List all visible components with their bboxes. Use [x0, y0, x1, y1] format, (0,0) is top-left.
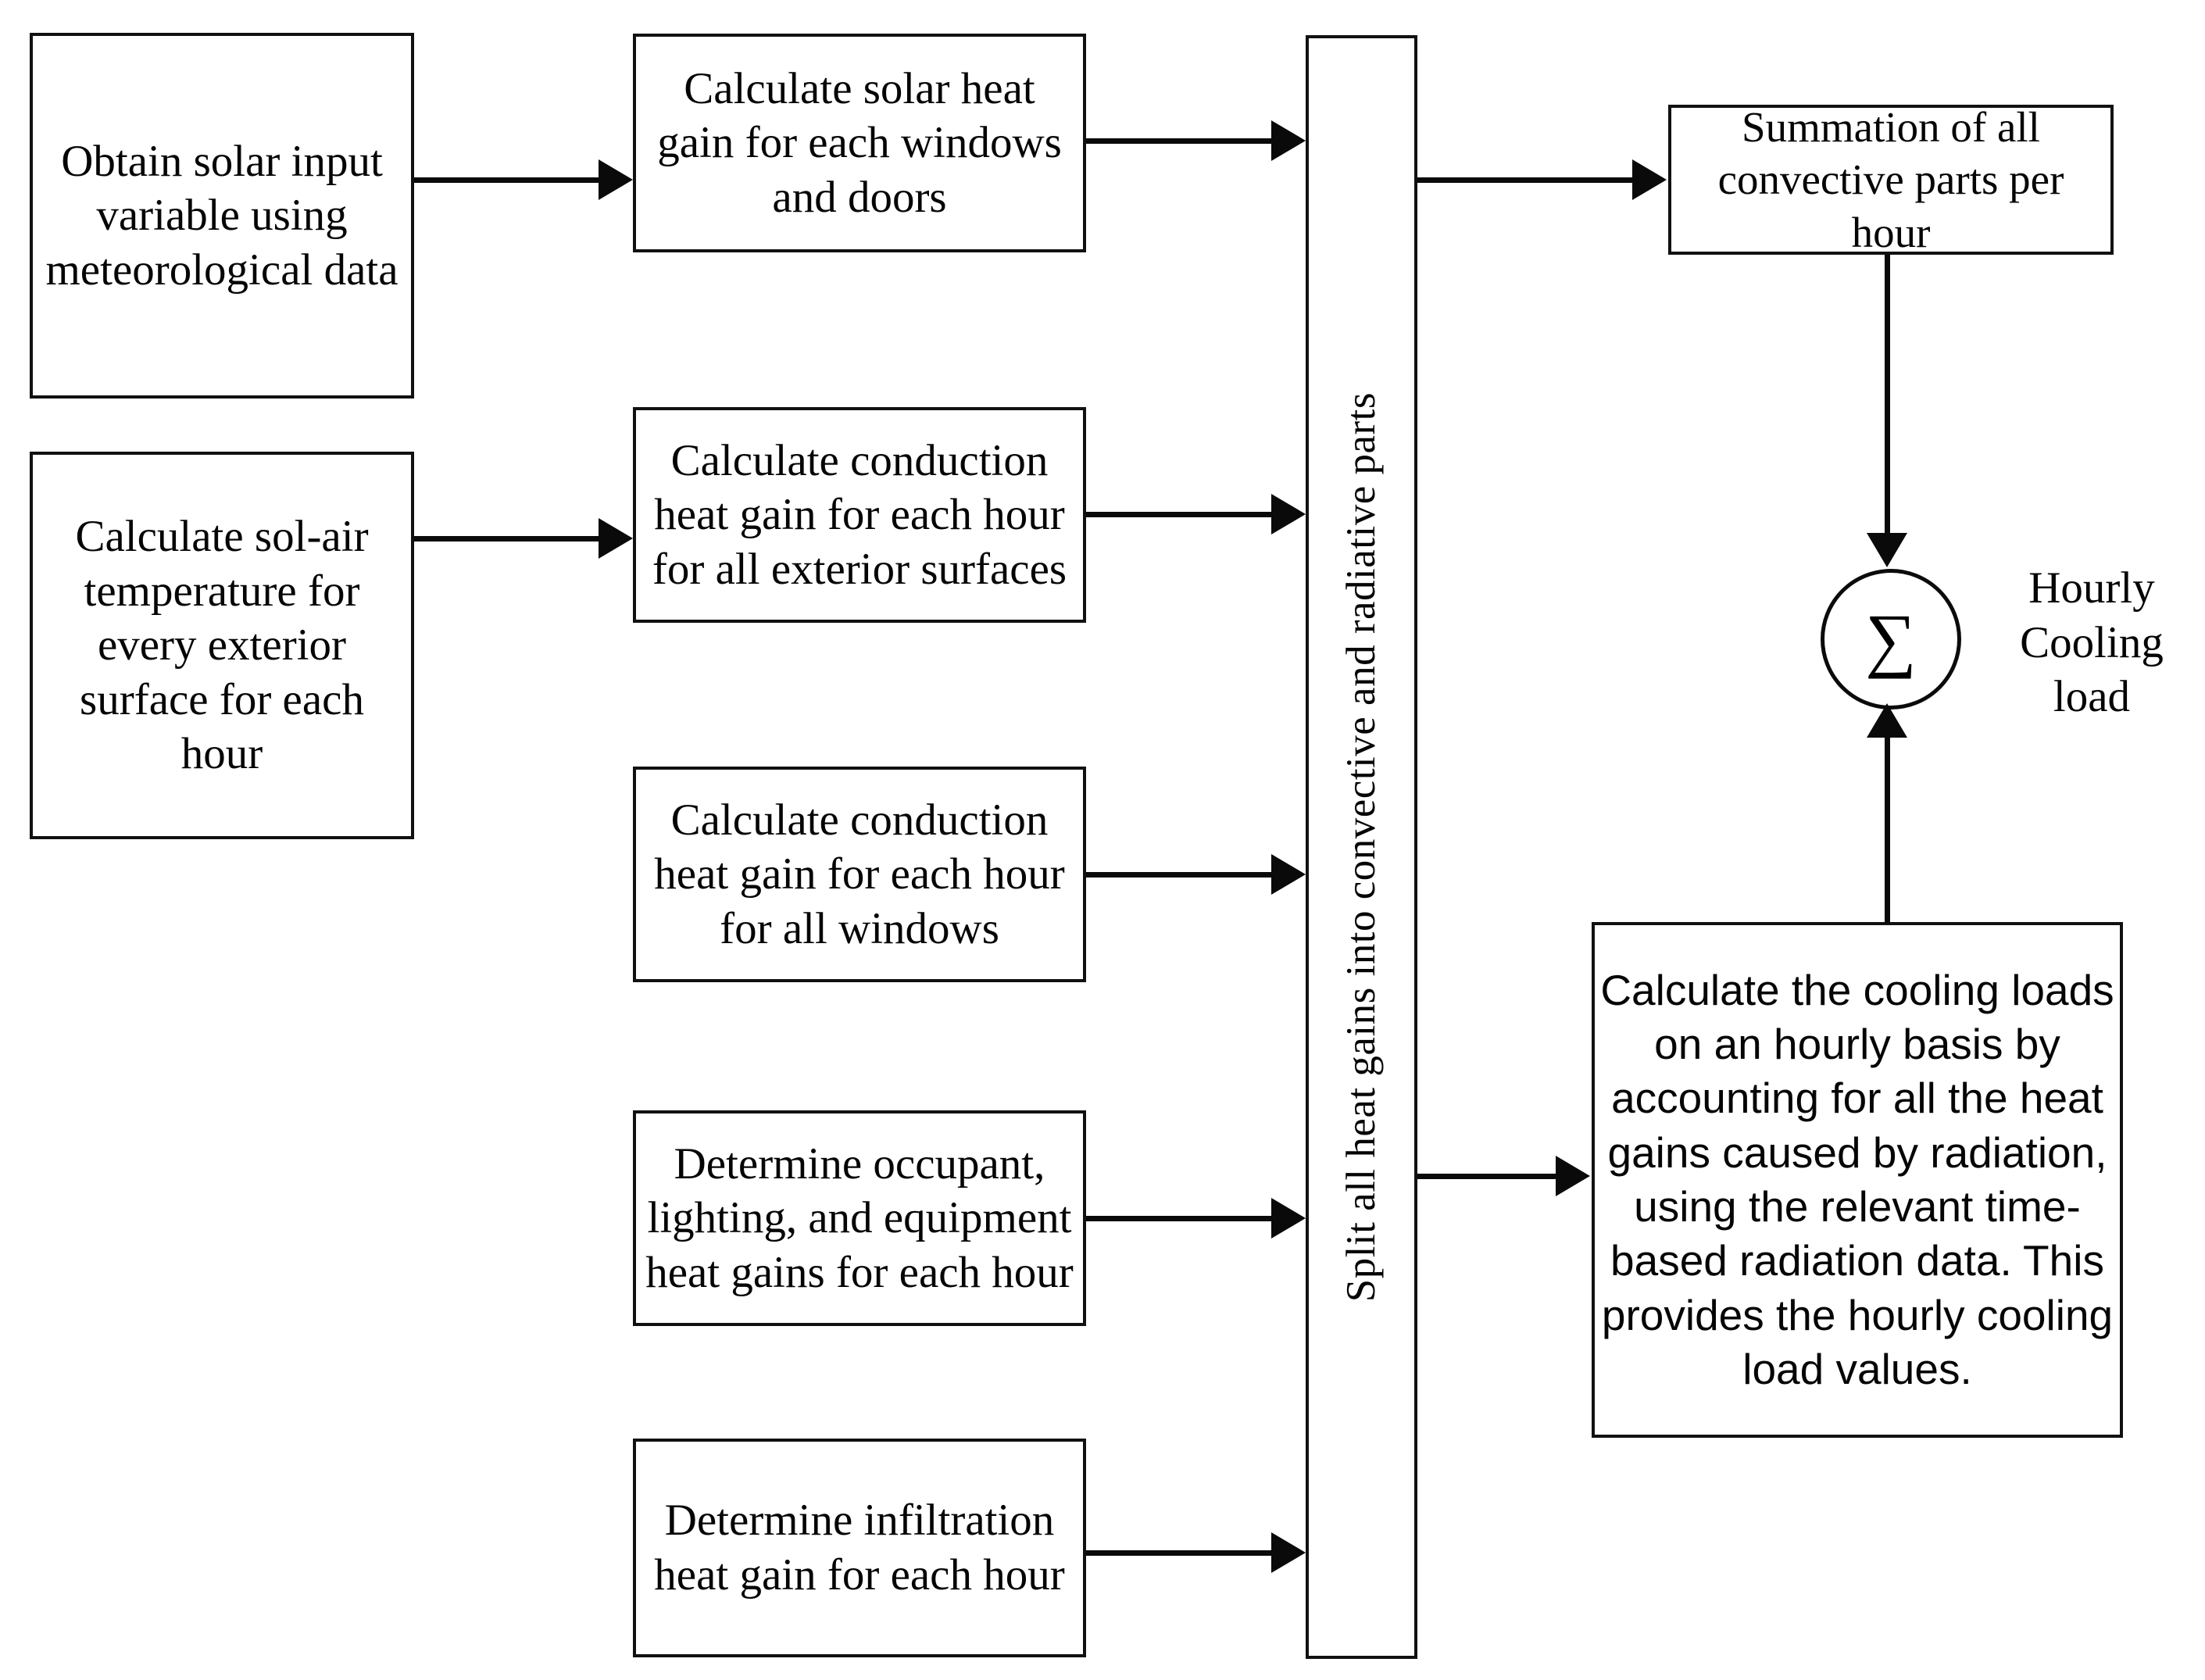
edge-line — [1885, 255, 1890, 534]
arrow-head-icon — [599, 518, 633, 559]
node-label: Calculate conduction heat gain for each … — [652, 435, 1067, 594]
arrow-head-icon — [1271, 1198, 1306, 1239]
arrow-head-icon — [599, 159, 633, 200]
node-conduction-heat-gain-exterior-surfaces: Calculate conduction heat gain for each … — [633, 407, 1086, 623]
node-calculate-solar-heat-gain: Calculate solar heat gain for each windo… — [633, 34, 1086, 252]
node-label: Obtain solar input variable using meteor… — [45, 136, 398, 295]
node-label-vertical: Split all heat gains into convective and… — [1338, 391, 1385, 1303]
node-infiltration-heat-gain: Determine infiltration heat gain for eac… — [633, 1439, 1086, 1657]
node-occupant-lighting-equipment-heat-gains: Determine occupant, lighting, and equipm… — [633, 1110, 1086, 1326]
edge-line — [414, 177, 602, 183]
arrow-head-icon — [1271, 120, 1306, 161]
node-label: Calculate solar heat gain for each windo… — [657, 63, 1062, 222]
node-label: Determine occupant, lighting, and equipm… — [645, 1138, 1074, 1297]
node-label: Calculate sol-air temperature for every … — [75, 512, 369, 779]
node-label: Summation of all convective parts per ho… — [1717, 103, 2064, 256]
node-split-heat-gains-bar: Split all heat gains into convective and… — [1306, 35, 1417, 1659]
arrow-head-icon — [1271, 1532, 1306, 1573]
edge-line — [1086, 512, 1274, 517]
arrow-head-icon — [1867, 703, 1907, 738]
edge-line — [1086, 872, 1274, 878]
arrow-head-icon — [1271, 854, 1306, 895]
node-label: Calculate conduction heat gain for each … — [654, 795, 1065, 953]
edge-line — [1086, 1216, 1274, 1221]
edge-line — [1417, 1174, 1558, 1179]
arrow-head-icon — [1556, 1156, 1590, 1196]
node-obtain-solar-input: Obtain solar input variable using meteor… — [30, 33, 414, 399]
node-calculate-radiative-cooling-loads: Calculate the cooling loads on an hourly… — [1592, 922, 2123, 1438]
edge-line — [1086, 138, 1274, 144]
node-label: Determine infiltration heat gain for eac… — [654, 1496, 1065, 1600]
sigma-icon: ∑ — [1865, 599, 1917, 679]
node-conduction-heat-gain-windows: Calculate conduction heat gain for each … — [633, 767, 1086, 982]
node-calculate-sol-air-temperature: Calculate sol-air temperature for every … — [30, 452, 414, 839]
node-label: Calculate the cooling loads on an hourly… — [1600, 965, 2114, 1393]
arrow-head-icon — [1271, 494, 1306, 534]
edge-line — [1086, 1550, 1274, 1556]
arrow-head-icon — [1867, 533, 1907, 567]
label-hourly-cooling-load: Hourly Cooling load — [2020, 563, 2164, 722]
edge-line — [414, 536, 602, 542]
edge-line — [1885, 736, 1890, 924]
edge-line — [1417, 177, 1635, 183]
node-summation-circle: ∑ — [1821, 569, 1961, 710]
node-summation-convective-parts: Summation of all convective parts per ho… — [1668, 103, 2114, 256]
arrow-head-icon — [1632, 159, 1667, 200]
